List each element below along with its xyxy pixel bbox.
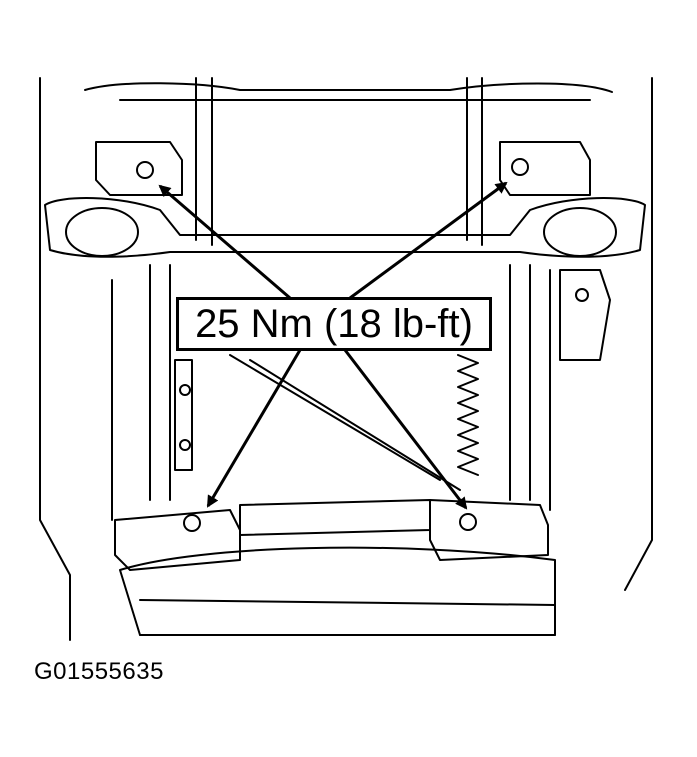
left-detail-bolt-2 — [179, 439, 191, 451]
diag-brace-b — [249, 359, 461, 491]
seat-base-floor — [139, 599, 556, 636]
frame-top-outline — [84, 82, 613, 93]
frame-left-edge — [39, 77, 71, 641]
lower-left-bolt — [183, 514, 201, 532]
left-bolt-hole — [65, 207, 139, 257]
upper-left-bracket — [95, 141, 183, 196]
upper-right-bolt — [511, 158, 529, 176]
upper-right-bracket — [499, 141, 591, 196]
torque-callout: 25 Nm (18 lb-ft) — [176, 297, 492, 351]
figure-id: G01555635 — [34, 658, 164, 685]
lower-right-bolt — [459, 513, 477, 531]
diag-brace-a — [229, 354, 441, 481]
lower-right-bracket — [429, 499, 549, 561]
cable-left — [195, 77, 213, 246]
frame-right-edge — [624, 77, 653, 591]
upper-left-bolt — [136, 161, 154, 179]
left-detail-bolt-1 — [179, 384, 191, 396]
lower-left-bracket — [114, 509, 241, 571]
left-rail — [111, 264, 171, 521]
left-slot-1 — [174, 359, 193, 471]
right-bolt-hole — [543, 207, 617, 257]
right-rail — [509, 264, 551, 511]
right-adjuster-bolt — [575, 288, 589, 302]
cable-right — [466, 77, 483, 246]
arrow-to-upper-left-bolt — [158, 184, 291, 300]
arrow-to-lower-left-bolt — [206, 349, 302, 508]
lower-center-plate — [239, 499, 431, 536]
arrow-to-lower-right-bolt — [343, 349, 468, 510]
cross-bar — [44, 197, 646, 258]
right-adjuster — [559, 269, 611, 361]
seat-base-bottom — [119, 546, 556, 636]
arrow-to-upper-right-bolt — [349, 181, 508, 300]
return-spring — [457, 354, 479, 476]
